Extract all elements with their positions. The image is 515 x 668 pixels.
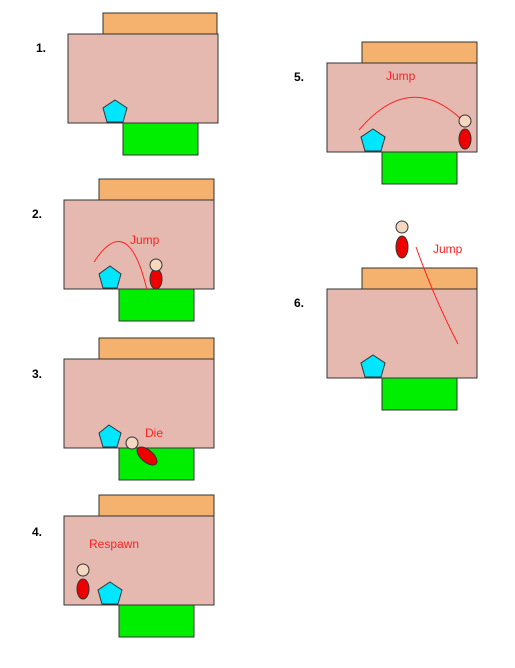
main-block (63, 358, 215, 449)
step-5-annotation: Jump (386, 69, 416, 83)
jump-arc (358, 96, 463, 131)
pentagon-icon (360, 354, 386, 378)
player-body (149, 268, 163, 290)
step-2-number: 2. (32, 207, 42, 221)
jump-arc (93, 241, 148, 291)
pentagon-icon (97, 581, 123, 605)
step-5-panel: 5. Jump (294, 41, 478, 185)
ground-block (118, 604, 195, 638)
main-block (63, 199, 215, 290)
ground-block (122, 122, 199, 156)
step-3-annotation: Die (145, 426, 163, 440)
top-block (98, 337, 215, 360)
step-3-panel: 3. Die (32, 337, 215, 481)
jump-arc (415, 246, 459, 345)
player-head (76, 563, 90, 577)
player-icon (458, 114, 472, 150)
player-icon (395, 220, 409, 259)
step-6-annotation: Jump (433, 242, 463, 256)
top-block (102, 12, 218, 35)
step-1-panel: 1. (36, 12, 219, 156)
top-block (98, 178, 215, 201)
player-body (136, 446, 158, 466)
step-4-panel: 4. Respawn (32, 494, 215, 638)
pentagon-icon (98, 265, 122, 289)
pentagon-icon (102, 99, 128, 123)
player-body (76, 578, 90, 600)
player-head (149, 258, 163, 272)
step-1-number: 1. (36, 41, 46, 55)
player-icon (149, 258, 163, 290)
ground-block (381, 377, 458, 411)
step-6-panel: 6. Jump (294, 220, 478, 411)
step-4-number: 4. (32, 525, 42, 539)
top-block (361, 267, 478, 290)
pentagon-icon (98, 424, 122, 448)
top-block (98, 494, 215, 517)
ground-block (381, 151, 458, 185)
top-block (361, 41, 478, 64)
player-head (458, 114, 472, 128)
main-block (326, 62, 478, 153)
step-3-number: 3. (32, 367, 42, 381)
main-block (67, 33, 219, 124)
player-fallen-icon (125, 436, 158, 466)
player-body (458, 128, 472, 150)
step-6-number: 6. (294, 296, 304, 310)
main-block (326, 288, 478, 379)
step-4-annotation: Respawn (89, 537, 139, 551)
ground-block (118, 288, 195, 322)
player-head (395, 220, 409, 234)
player-body (395, 235, 409, 259)
step-2-panel: 2. Jump (32, 178, 215, 322)
player-icon (76, 563, 90, 600)
player-head (125, 436, 139, 450)
step-2-annotation: Jump (130, 233, 160, 247)
step-5-number: 5. (294, 70, 304, 84)
pentagon-icon (360, 128, 386, 152)
